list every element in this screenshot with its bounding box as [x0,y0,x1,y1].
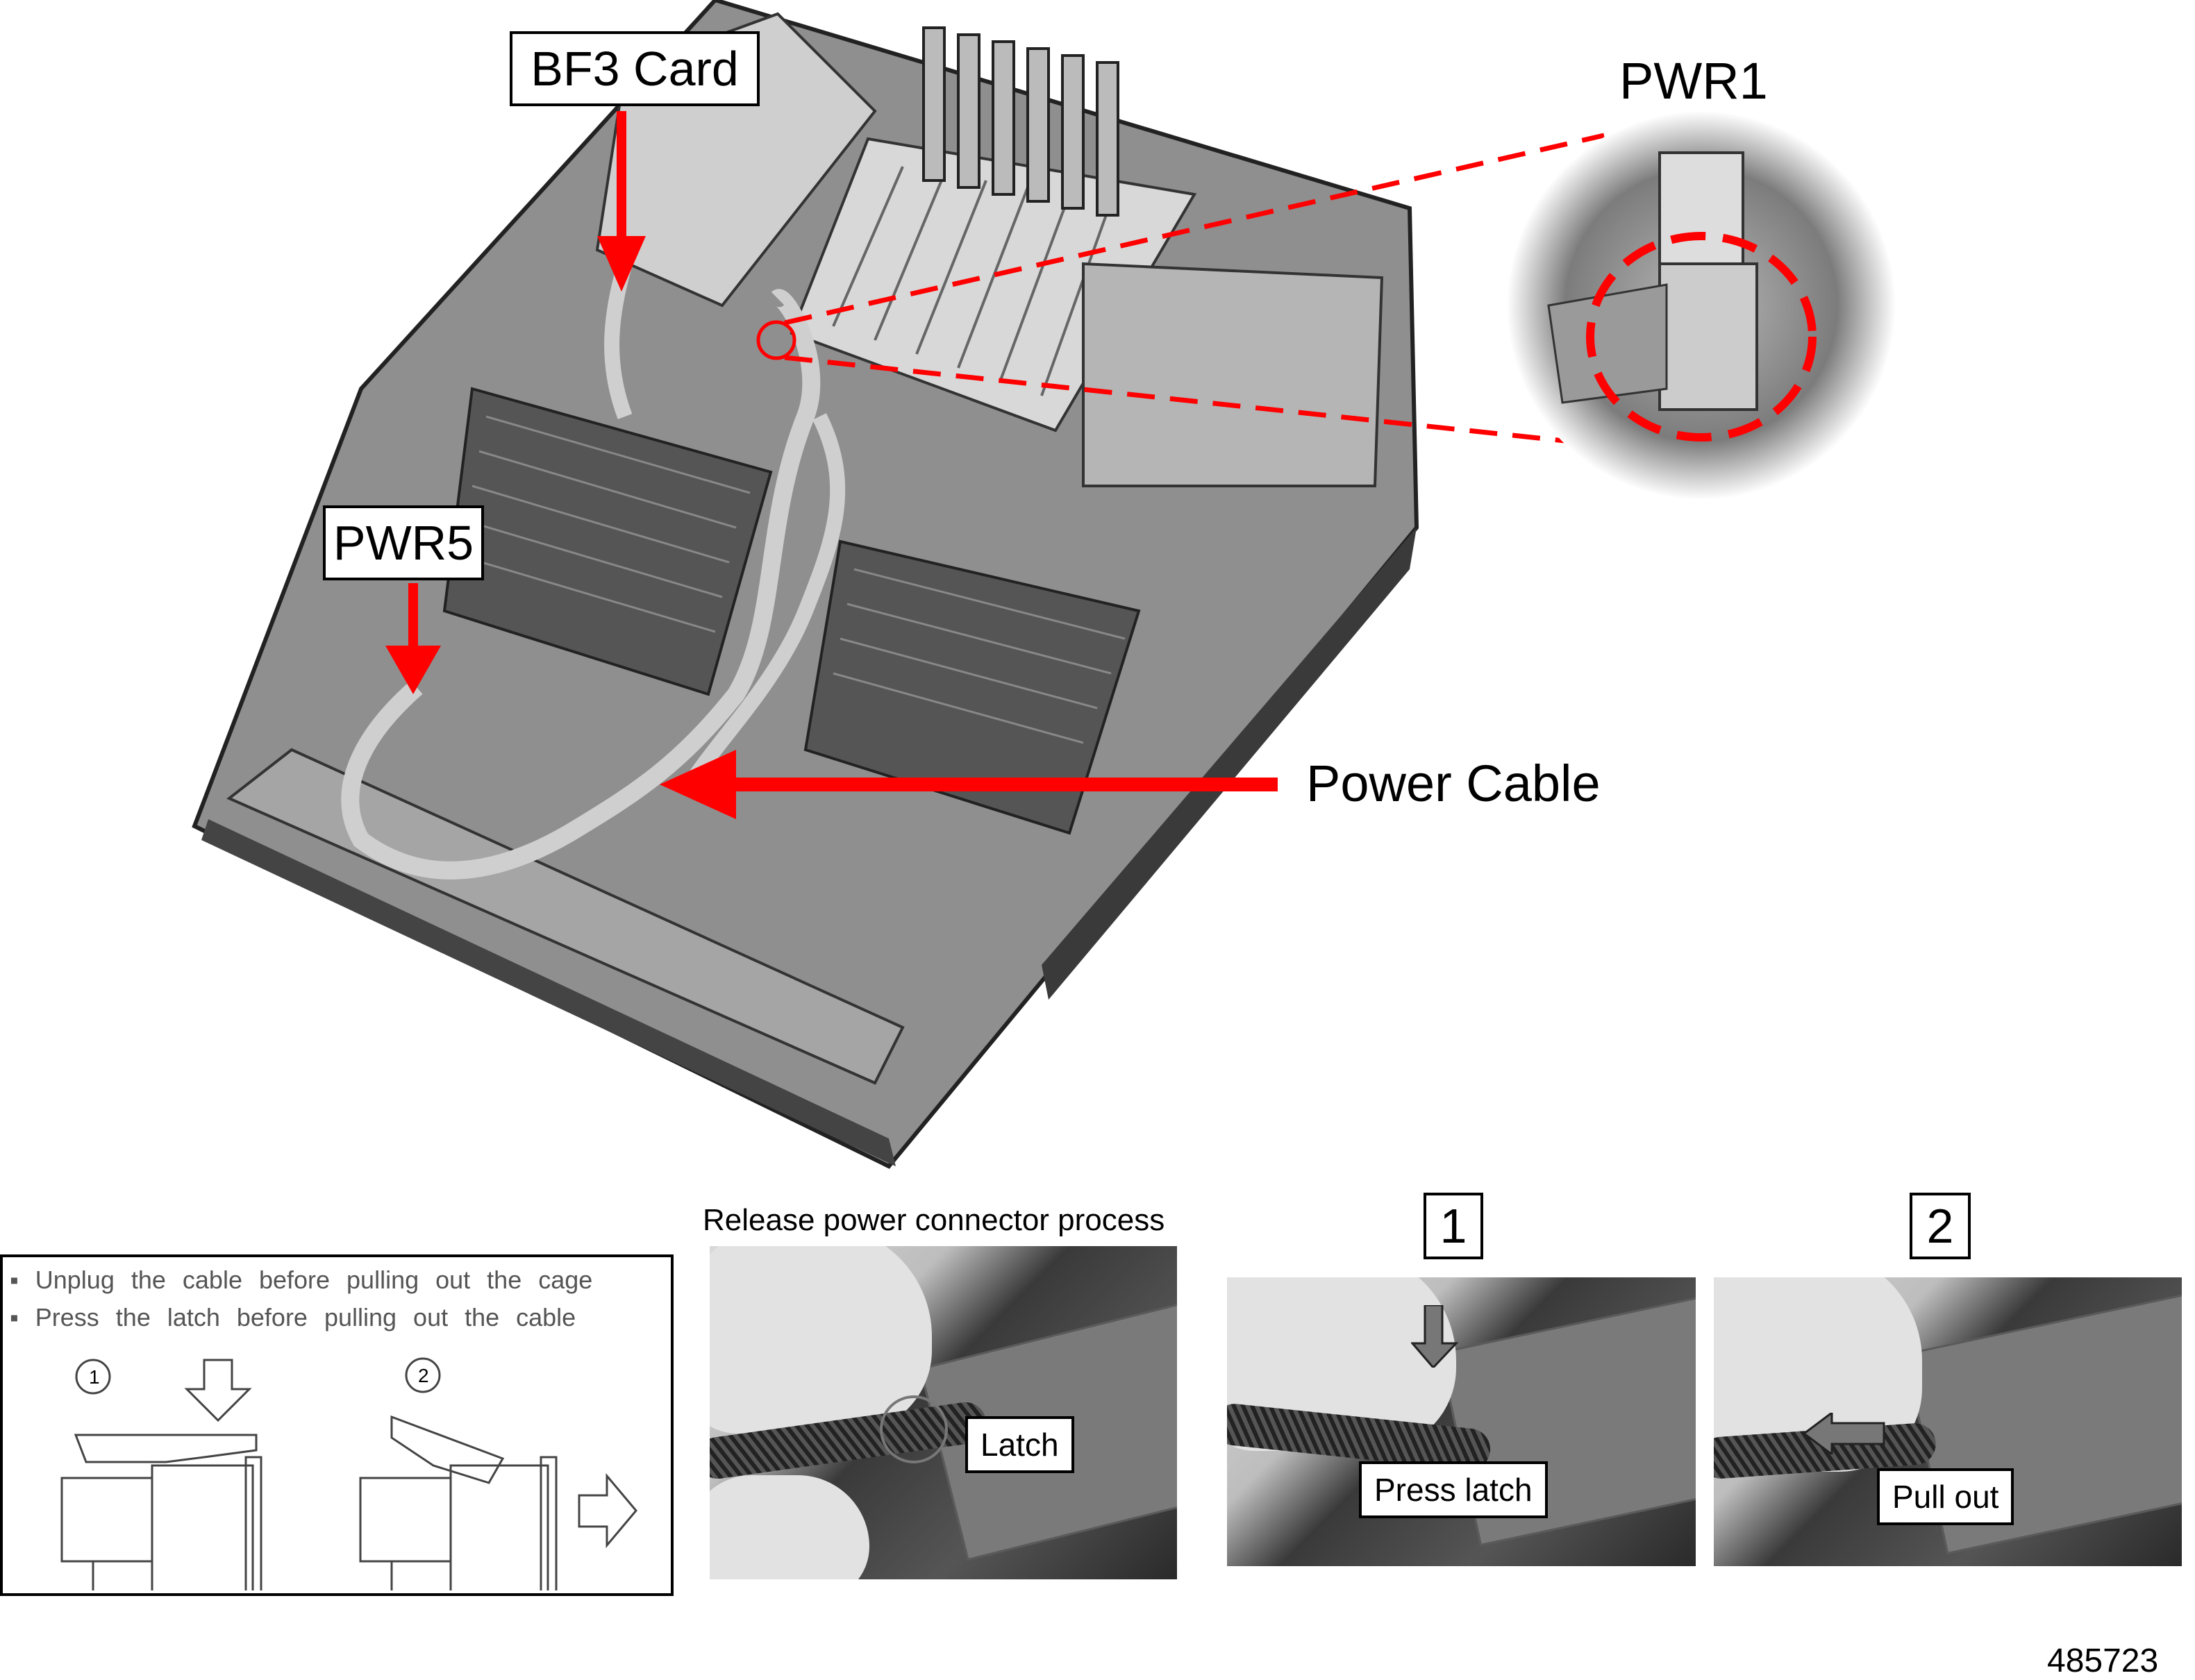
photo-press-latch: Press latch [1227,1277,1696,1566]
power-cable-arrow [660,750,1278,819]
latch-marker [880,1395,948,1463]
latch-diagram: 1 2 [60,1357,637,1590]
step-2-marker: 2 [418,1365,429,1386]
step-1-marker: 1 [89,1366,100,1388]
press-latch-caption: Press latch [1359,1461,1548,1518]
left-arrow-icon [1804,1413,1885,1454]
instruction-line: ▪ Unplug the cable before pulling out th… [10,1266,593,1294]
figure-id: 485723 [2047,1643,2159,1679]
pwr5-arrow [385,583,441,694]
pwr1-connector-marker [756,320,796,360]
instruction-box: ▪ Unplug the cable before pulling out th… [0,1254,674,1596]
instruction-line: ▪ Press the latch before pulling out the… [10,1303,576,1332]
photo-latch: Latch [710,1246,1177,1579]
server-chassis-illustration [192,0,1896,1169]
step-1-number: 1 [1424,1193,1483,1259]
pull-out-caption: Pull out [1877,1468,2014,1525]
pwr5-label: PWR5 [323,505,484,580]
power-cable-label: Power Cable [1306,755,1601,812]
step-2-number: 2 [1910,1193,1971,1259]
process-title: Release power connector process [703,1203,1165,1237]
latch-caption: Latch [965,1416,1074,1473]
bf3-arrow [597,111,646,292]
photo-pull-out: Pull out [1714,1277,2182,1566]
pwr1-label: PWR1 [1619,52,1768,110]
bf3-card-label: BF3 Card [510,31,760,106]
down-arrow-icon [1411,1305,1459,1368]
